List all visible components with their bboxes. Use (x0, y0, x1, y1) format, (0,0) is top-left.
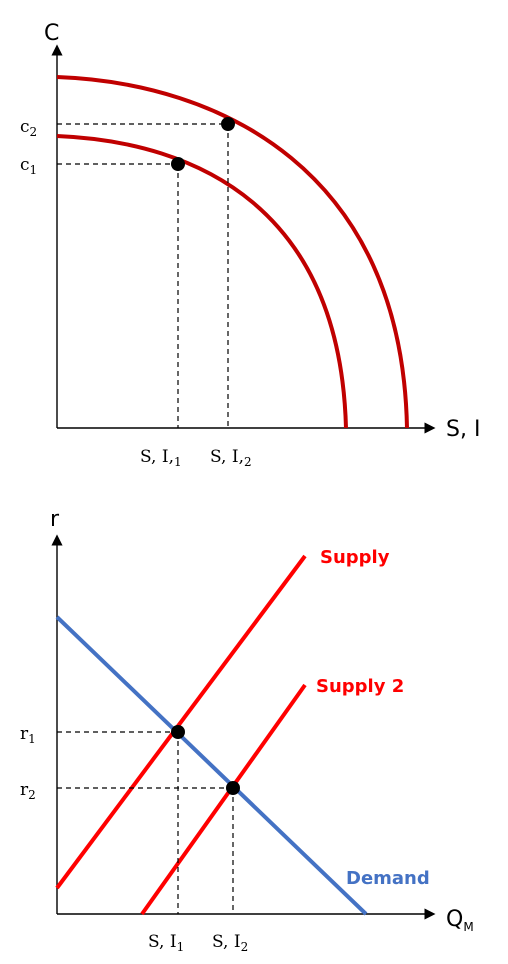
top-y-axis-title: C (44, 21, 59, 46)
demand-line (55, 615, 368, 916)
bottom-x-axis-title: QM (446, 907, 474, 934)
top-y-tick-c2: c2 (20, 117, 37, 139)
bottom-x-tick-1: S, I1 (148, 932, 184, 954)
frontier-curve-outer (56, 75, 409, 429)
equilibrium-point-2 (226, 781, 240, 795)
bottom-chart: r QM Supply Supply 2 Demand r1 r2 S, I1 (20, 507, 474, 954)
top-x-tick-1: S, I,1 (140, 447, 182, 469)
demand-label: Demand (346, 868, 430, 889)
point-inner (171, 157, 185, 171)
top-x-axis-title: S, I (446, 417, 480, 442)
equilibrium-point-1 (171, 725, 185, 739)
bottom-y-tick-r1: r1 (20, 724, 36, 746)
top-x-tick-2: S, I,2 (210, 447, 252, 469)
bottom-y-axis-title: r (50, 507, 60, 532)
point-outer (221, 117, 235, 131)
supply2-label: Supply 2 (316, 676, 404, 697)
top-y-tick-c1: c1 (20, 155, 37, 177)
frontier-curve-inner (56, 134, 348, 429)
supply-label: Supply (320, 547, 390, 568)
supply-line (55, 554, 307, 890)
bottom-y-tick-r2: r2 (20, 780, 36, 802)
supply2-line (140, 683, 307, 916)
bottom-x-tick-2: S, I2 (212, 932, 248, 954)
top-chart: C S, I c2 c1 S, I,1 S, I,2 (20, 21, 480, 469)
